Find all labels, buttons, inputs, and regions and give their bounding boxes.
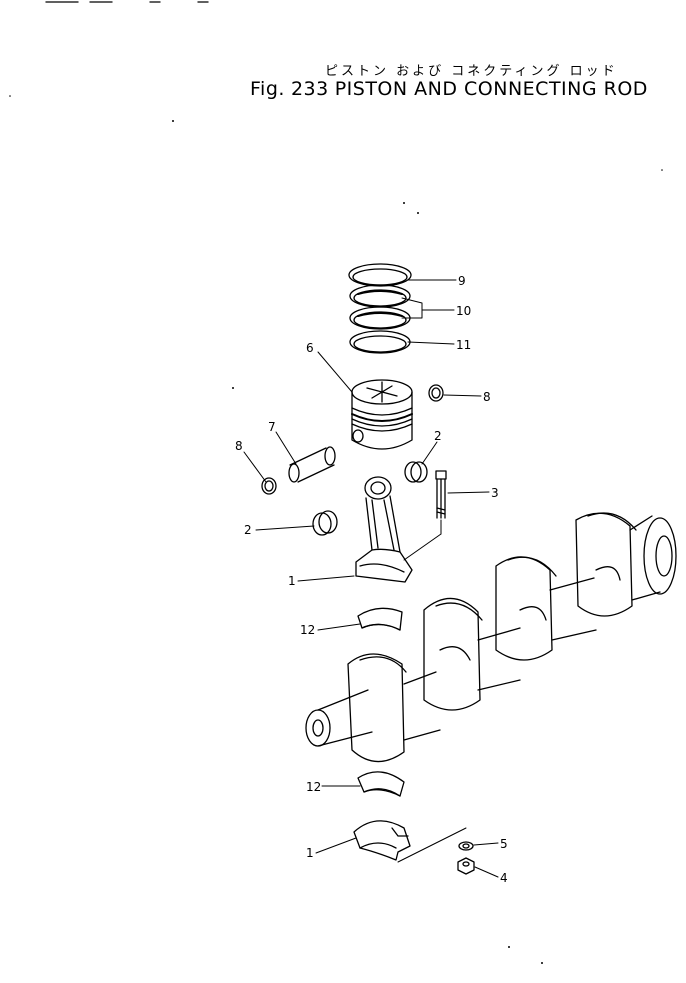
ring-11 <box>349 330 411 354</box>
callout-12-upper: 12 <box>300 623 315 637</box>
connecting-rod <box>355 476 413 583</box>
crankshaft <box>305 512 677 763</box>
callout-2-left: 2 <box>244 523 252 537</box>
washer <box>458 841 474 851</box>
callout-8-right: 8 <box>483 390 491 404</box>
callout-4: 4 <box>500 871 508 885</box>
bushing-left <box>312 510 338 536</box>
callout-3: 3 <box>491 486 499 500</box>
bearing-upper <box>357 607 403 631</box>
callout-1-rod: 1 <box>288 574 296 588</box>
circlip-left <box>261 477 277 495</box>
callout-10: 10 <box>456 304 471 318</box>
callout-6: 6 <box>306 341 314 355</box>
bearing-lower <box>357 771 405 797</box>
bushing-right <box>404 461 428 483</box>
ring-9 <box>348 263 412 287</box>
nut <box>457 857 475 875</box>
rod-cap <box>353 820 411 861</box>
fig-prefix: Fig. <box>250 78 285 100</box>
title-english: PISTON AND CONNECTING ROD <box>334 78 648 100</box>
ring-10-upper <box>349 284 411 308</box>
piston <box>351 379 413 450</box>
title-japanese: ピストン および コネクティング ロッド <box>325 64 618 79</box>
callout-11: 11 <box>456 338 471 352</box>
callout-labels: 9 10 11 6 8 7 8 2 3 2 1 12 12 1 5 4 <box>235 274 508 885</box>
callout-5: 5 <box>500 837 508 851</box>
callout-8-left: 8 <box>235 439 243 453</box>
callout-2-right: 2 <box>434 429 442 443</box>
fig-number: 233 <box>290 78 329 100</box>
callout-1-cap: 1 <box>306 846 314 860</box>
leader-lines <box>243 279 499 878</box>
ring-10-lower <box>349 306 411 330</box>
callout-12-lower: 12 <box>306 780 321 794</box>
scan-specks <box>9 95 663 964</box>
piston-pin <box>288 446 336 483</box>
connecting-bolt <box>435 470 447 519</box>
callout-9: 9 <box>458 274 466 288</box>
callout-7: 7 <box>268 420 276 434</box>
circlip-right <box>428 384 444 402</box>
